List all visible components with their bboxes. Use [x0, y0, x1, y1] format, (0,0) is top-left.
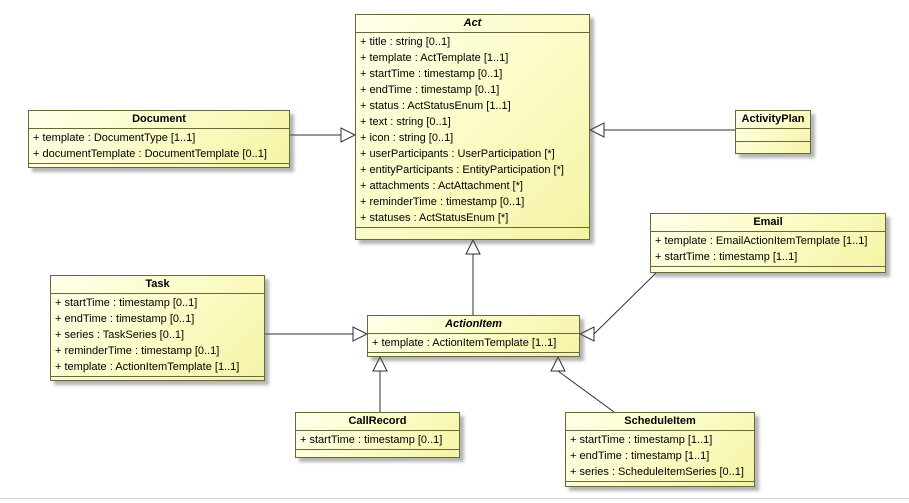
generalization-arrowhead — [352, 326, 369, 342]
class-email-operations — [651, 266, 885, 272]
class-actionitem-attributes: + template : ActionItemTemplate [1..1] — [368, 334, 579, 352]
generalization-arrowhead — [465, 238, 481, 255]
class-actionitem-title: ActionItem — [368, 316, 579, 334]
attribute: + attachments : ActAttachment [*] — [360, 180, 523, 192]
attribute: + documentTemplate : DocumentTemplate [0… — [33, 148, 267, 160]
attribute: + series : TaskSeries [0..1] — [55, 329, 185, 341]
class-actionitem-operations — [368, 352, 579, 356]
class-task-attributes: + startTime : timestamp [0..1] + endTime… — [51, 294, 264, 376]
attribute: + startTime : timestamp [1..1] — [655, 251, 798, 263]
generalization-task-to-actionitem — [265, 326, 369, 342]
class-document-attributes: + template : DocumentType [1..1] + docum… — [29, 129, 289, 163]
attribute: + template : ActionItemTemplate [1..1] — [372, 337, 557, 349]
attribute: + statuses : ActStatusEnum [*] — [360, 212, 509, 224]
attribute: + startTime : timestamp [0..1] — [55, 297, 198, 309]
attribute: + reminderTime : timestamp [0..1] — [55, 345, 220, 357]
attribute: + text : string [0..1] — [360, 116, 451, 128]
generalization-line — [557, 370, 615, 413]
class-document-title: Document — [29, 111, 289, 129]
generalization-document-to-act — [290, 127, 357, 143]
attribute: + title : string [0..1] — [360, 36, 451, 48]
class-act-title: Act — [356, 15, 589, 33]
generalization-arrowhead — [588, 122, 605, 138]
class-act-operations — [356, 227, 589, 239]
class-email-title: Email — [651, 214, 885, 232]
class-scheduleitem-attributes: + startTime : timestamp [1..1] + endTime… — [566, 431, 754, 481]
attribute: + template : EmailActionItemTemplate [1.… — [655, 235, 868, 247]
class-email[interactable]: Email + template : EmailActionItemTempla… — [650, 213, 886, 273]
generalization-arrowhead — [340, 127, 357, 143]
attribute: + endTime : timestamp [1..1] — [570, 450, 710, 462]
class-activityplan-attributes — [736, 129, 810, 141]
class-task-operations — [51, 376, 264, 380]
attribute: + series : ScheduleItemSeries [0..1] — [570, 466, 744, 478]
class-callrecord-operations — [296, 449, 459, 457]
generalization-arrowhead — [578, 326, 595, 342]
class-activityplan-title: ActivityPlan — [736, 111, 810, 129]
class-document[interactable]: Document + template : DocumentType [1..1… — [28, 110, 290, 168]
attribute: + startTime : timestamp [0..1] — [360, 68, 503, 80]
attribute: + userParticipants : UserParticipation [… — [360, 148, 555, 160]
class-act-attributes: + title : string [0..1] + template : Act… — [356, 33, 589, 227]
attribute: + status : ActStatusEnum [1..1] — [360, 100, 511, 112]
attribute: + endTime : timestamp [0..1] — [360, 84, 500, 96]
class-callrecord[interactable]: CallRecord + startTime : timestamp [0..1… — [295, 412, 460, 458]
generalization-scheduleitem-to-actionitem — [550, 355, 615, 413]
generalization-email-to-actionitem — [578, 272, 657, 342]
generalization-arrowhead — [550, 355, 566, 372]
class-callrecord-title: CallRecord — [296, 413, 459, 431]
class-document-operations — [29, 163, 289, 167]
generalization-arrowhead — [372, 355, 388, 372]
class-scheduleitem[interactable]: ScheduleItem + startTime : timestamp [1.… — [565, 412, 755, 487]
class-scheduleitem-title: ScheduleItem — [566, 413, 754, 431]
class-email-attributes: + template : EmailActionItemTemplate [1.… — [651, 232, 885, 266]
class-callrecord-attributes: + startTime : timestamp [0..1] — [296, 431, 459, 449]
class-activityplan-operations — [736, 141, 810, 153]
attribute: + icon : string [0..1] — [360, 132, 454, 144]
class-activityplan[interactable]: ActivityPlan — [735, 110, 811, 154]
class-actionitem[interactable]: ActionItem + template : ActionItemTempla… — [367, 315, 580, 357]
generalization-activityplan-to-act — [588, 122, 735, 138]
attribute: + template : ActTemplate [1..1] — [360, 52, 509, 64]
class-task-title: Task — [51, 276, 264, 294]
class-act[interactable]: Act + title : string [0..1] + template :… — [355, 14, 590, 240]
generalization-line — [593, 272, 657, 335]
attribute: + template : DocumentType [1..1] — [33, 132, 196, 144]
attribute: + reminderTime : timestamp [0..1] — [360, 196, 525, 208]
attribute: + endTime : timestamp [0..1] — [55, 313, 195, 325]
attribute: + startTime : timestamp [0..1] — [300, 434, 443, 446]
generalization-callrecord-to-actionitem — [372, 355, 388, 412]
class-scheduleitem-operations — [566, 481, 754, 486]
pane-bottom-border — [0, 498, 909, 499]
attribute: + startTime : timestamp [1..1] — [570, 434, 713, 446]
attribute: + entityParticipants : EntityParticipati… — [360, 164, 564, 176]
attribute: + template : ActionItemTemplate [1..1] — [55, 361, 240, 373]
class-task[interactable]: Task + startTime : timestamp [0..1] + en… — [50, 275, 265, 381]
generalization-actionitem-to-act — [465, 238, 481, 315]
